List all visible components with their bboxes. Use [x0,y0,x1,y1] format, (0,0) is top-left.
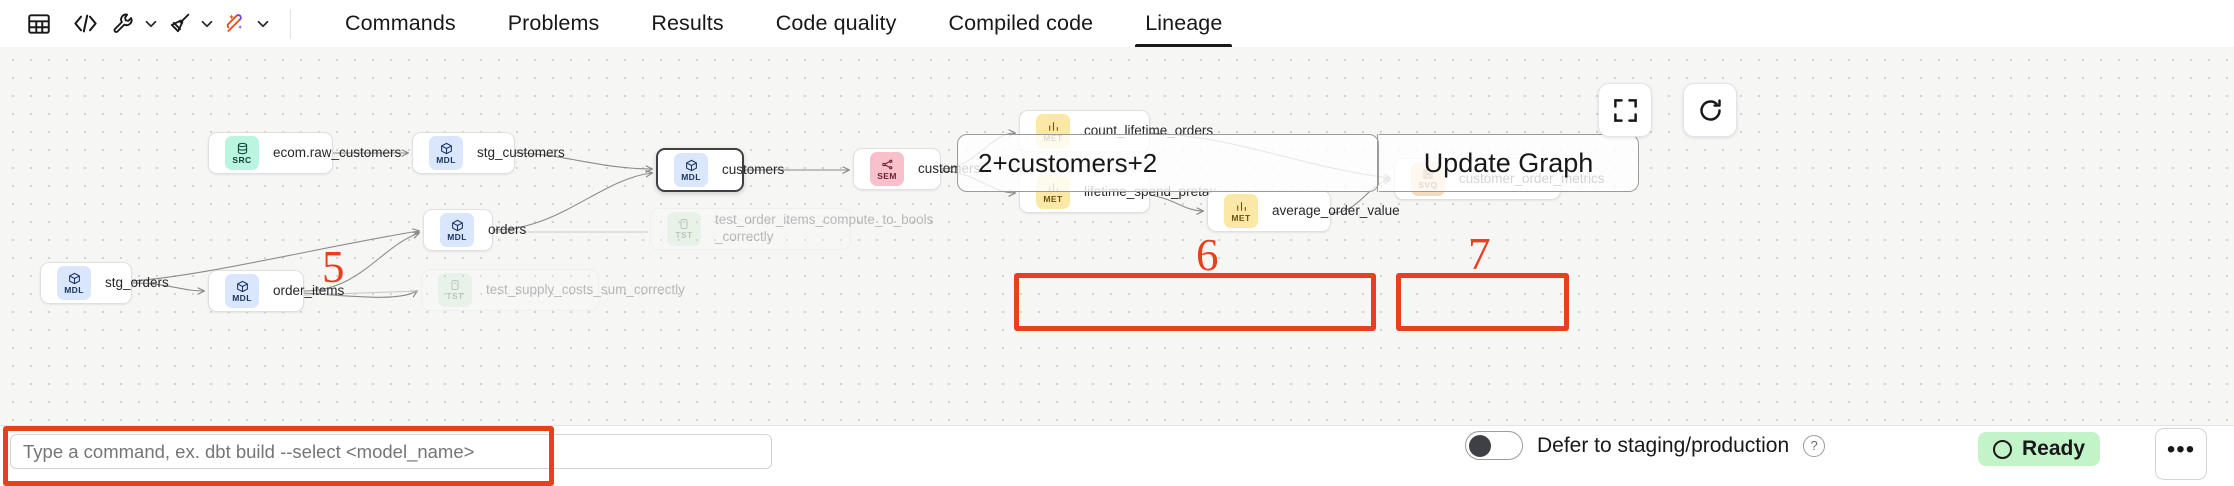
graph-selector-value[interactable]: 2+customers+2 [978,147,1158,178]
status-circle-icon [1993,439,2012,459]
defer-control: Defer to staging/production ? [1465,431,1826,460]
tab-compiled-code[interactable]: Compiled code [948,11,1094,35]
status-label: Ready [2022,437,2086,460]
lineage-node[interactable]: MDL order_items [208,270,344,312]
update-graph-button[interactable]: Update Graph [1379,134,1639,192]
broom-icon[interactable] [164,4,194,44]
status-badge[interactable]: Ready [1978,432,2101,466]
tab-commands[interactable]: Commands [345,11,456,35]
broom-chevron-down-icon[interactable] [194,4,220,44]
node-label: stg_orders [105,274,169,290]
lineage-node[interactable]: MDL stg_orders [40,262,169,304]
metric-icon: MET [1224,194,1258,228]
node-label: stg_customers [477,144,565,160]
lineage-node[interactable]: SEM customers [853,148,980,190]
tab-lineage[interactable]: Lineage [1119,0,1248,47]
table-icon[interactable] [16,4,62,44]
node-label: order_items [273,282,345,298]
toggle-knob [1469,434,1491,457]
node-label: count_lifetime_orders [1084,122,1214,138]
cube-icon: MDL [440,213,474,247]
cube-icon: MDL [674,153,708,187]
wrench-chevron-down-icon[interactable] [138,4,164,44]
overlay-divider [1377,134,1378,192]
node-label: customers [722,161,785,177]
lineage-canvas[interactable]: SRC ecom.raw_customers MDL stg_customers… [0,47,2234,425]
cube-icon: MDL [429,136,463,170]
magic-wand-icon[interactable] [220,4,250,44]
graph-selector-bar[interactable]: 2+customers+2 [957,134,1379,192]
more-options-button[interactable]: ••• [2155,428,2207,480]
code-icon[interactable] [62,4,108,44]
lineage-node-test[interactable]: TST test_supply_costs_sum_correctly [421,269,685,311]
database-icon: SRC [225,136,259,170]
lineage-node[interactable]: MDL orders [423,209,526,251]
cube-icon: MDL [225,274,259,308]
test-icon: TST [667,212,701,246]
lineage-node[interactable]: MDL stg_customers [412,132,565,174]
defer-label: Defer to staging/production [1537,433,1790,457]
lineage-edges [131,47,2234,298]
fit-to-screen-icon[interactable] [1598,83,1652,137]
node-label: orders [488,221,527,237]
test-icon: TST [438,273,472,307]
lineage-node-selected[interactable]: MDL customers [656,148,784,192]
node-label: ecom.raw_customers [273,144,402,160]
tab-code-quality[interactable]: Code quality [775,11,897,35]
command-input[interactable] [10,434,772,469]
tab-results[interactable]: Results [651,11,724,35]
top-toolbar: Commands Problems Results Code quality C… [0,0,2234,48]
tab-problems[interactable]: Problems [507,11,600,35]
help-icon[interactable]: ? [1803,434,1826,457]
toolbar-divider [290,8,291,39]
lineage-node[interactable]: SRC ecom.raw_customers [208,132,401,174]
wrench-icon[interactable] [108,4,138,44]
toolbar-icon-group [0,0,303,47]
cube-icon: MDL [57,266,91,300]
defer-toggle[interactable] [1465,431,1523,460]
node-label: test_supply_costs_sum_correctly [486,281,685,297]
semantic-icon: SEM [870,152,904,186]
lineage-node-test[interactable]: TST test_order_items_compute_to_bools _c… [650,208,933,250]
refresh-icon[interactable] [1683,83,1737,137]
magic-wand-chevron-down-icon[interactable] [250,4,276,44]
node-label: test_order_items_compute_to_bools _corre… [715,212,934,244]
node-label: average_order_value [1272,202,1400,218]
lineage-node[interactable]: MET average_order_value [1207,190,1400,232]
tab-bar: Commands Problems Results Code quality C… [319,0,1248,47]
